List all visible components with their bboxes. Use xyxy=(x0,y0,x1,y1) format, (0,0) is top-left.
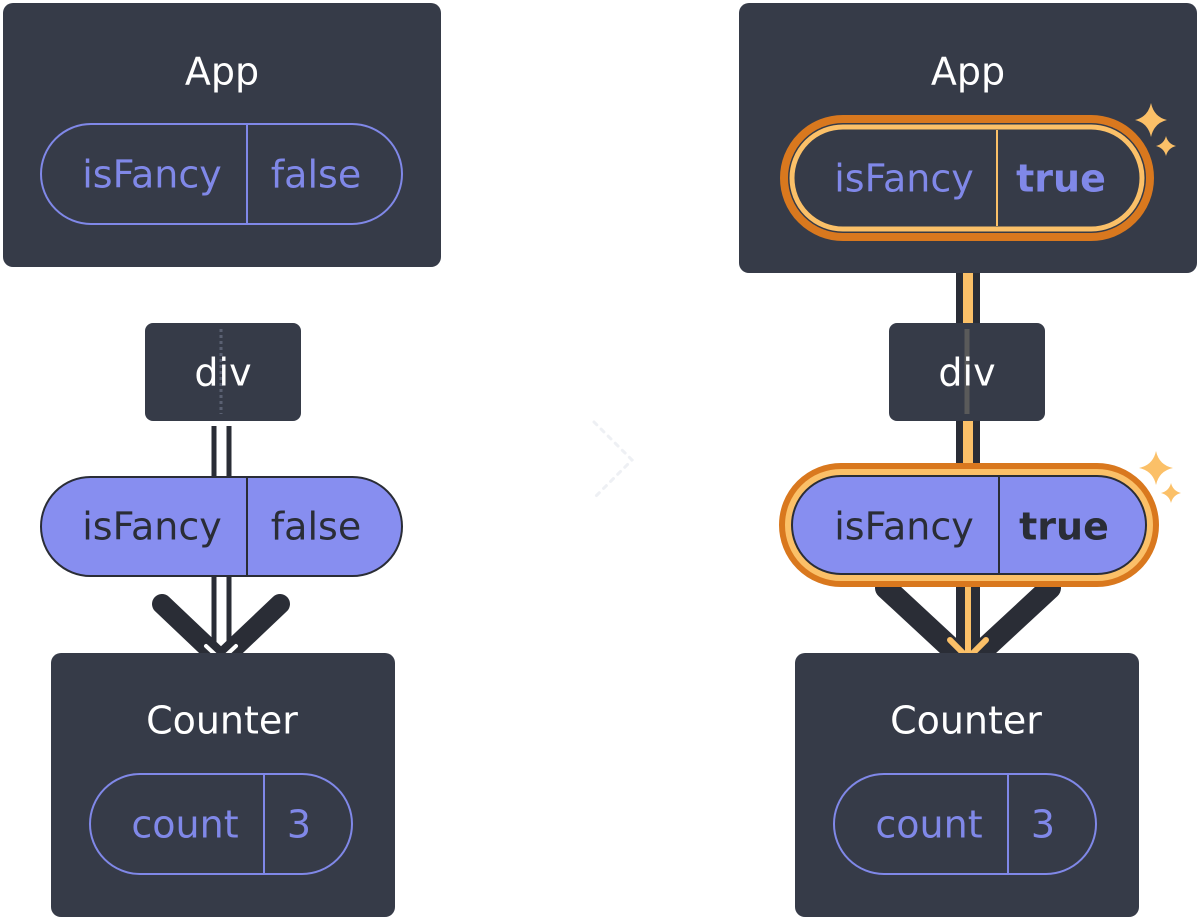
state-value: 3 xyxy=(287,803,311,847)
left-tree: App isFancy false div isFancy false Coun… xyxy=(3,3,441,917)
right-edges xyxy=(875,236,1061,675)
left-counter-node: Counter count 3 xyxy=(51,653,395,917)
prop-name: isFancy xyxy=(82,505,221,549)
transition-arrow xyxy=(592,420,635,500)
left-arrowhead-icon xyxy=(152,594,290,670)
node-title: App xyxy=(931,50,1005,94)
prop-value: false xyxy=(271,505,361,549)
prop-value: true xyxy=(1019,505,1109,549)
state-name: count xyxy=(875,803,982,847)
left-app-prop-pill: isFancy false xyxy=(40,123,403,225)
right-app-prop-pill-highlighted: isFancy true xyxy=(780,115,1154,241)
prop-name: isFancy xyxy=(82,153,221,197)
node-title: Counter xyxy=(890,699,1042,743)
left-app-node: App isFancy false xyxy=(3,3,441,267)
prop-value: false xyxy=(271,153,361,197)
sparkle-icon xyxy=(1139,451,1181,503)
state-value: 3 xyxy=(1031,803,1055,847)
left-div-node: div xyxy=(145,323,301,421)
node-title: App xyxy=(185,50,259,94)
right-counter-state-pill: count 3 xyxy=(833,773,1097,875)
node-title: Counter xyxy=(146,699,298,743)
sparkle-icon xyxy=(1135,103,1176,156)
left-counter-state-pill: count 3 xyxy=(89,773,353,875)
right-app-node: App isFancy true xyxy=(739,3,1197,273)
left-passed-prop-pill: isFancy false xyxy=(40,476,403,577)
right-passed-prop-pill-highlighted: isFancy true xyxy=(779,451,1181,587)
prop-name: isFancy xyxy=(834,505,973,549)
chevron-right-icon xyxy=(592,420,635,500)
right-div-node: div xyxy=(889,323,1045,421)
node-title: div xyxy=(938,351,995,395)
prop-name: isFancy xyxy=(834,157,973,201)
right-counter-node: Counter count 3 xyxy=(795,653,1139,917)
state-name: count xyxy=(131,803,238,847)
node-title: div xyxy=(194,351,251,395)
right-tree: App isFancy true div isFancy xyxy=(739,3,1197,917)
prop-value: true xyxy=(1016,157,1106,201)
